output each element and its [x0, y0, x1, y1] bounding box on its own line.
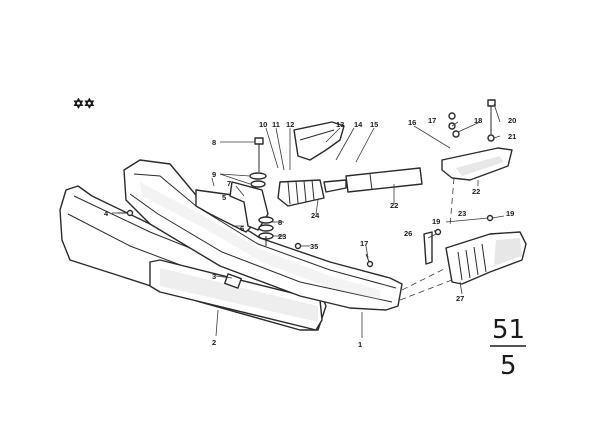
callout-33: 22 — [390, 201, 398, 210]
callout-19-left: 19 — [432, 217, 440, 226]
callout-8-top: 8 — [212, 138, 216, 147]
callout-5: 5 — [222, 193, 226, 202]
callout-1: 1 — [358, 340, 362, 349]
callout-8-bottom: 8 — [278, 218, 282, 227]
callout-4: 4 — [104, 209, 109, 218]
callout-7: 7 — [227, 179, 231, 188]
callout-15: 15 — [370, 120, 378, 129]
impact-absorber — [323, 167, 423, 193]
washer-set — [448, 112, 460, 138]
bumper-main — [123, 159, 403, 311]
callout-13: 13 — [336, 120, 344, 129]
screw-19 — [434, 228, 442, 236]
callout-21: 21 — [508, 132, 516, 141]
callout-10: 10 — [259, 120, 267, 129]
leader-lines — [112, 103, 505, 338]
callout-20: 20 — [508, 116, 516, 125]
callout-23-left: 23 — [278, 232, 286, 241]
ref-line-2 — [399, 279, 453, 301]
group-number: 51 5 — [490, 315, 526, 381]
callout-18: 18 — [474, 116, 482, 125]
callout-35: 35 — [310, 242, 318, 251]
callout-9: 9 — [212, 170, 216, 179]
callout-27: 27 — [456, 294, 464, 303]
bumper-side-right — [445, 231, 527, 285]
ref-line-1 — [401, 267, 447, 291]
callout-6: 6 — [240, 224, 244, 233]
callout-17-top: 17 — [428, 116, 436, 125]
cover-plate-right — [441, 147, 513, 181]
bolt-stack-bottom — [258, 216, 274, 246]
callout-23-right: 23 — [458, 209, 466, 218]
callout-22: 22 — [472, 187, 480, 196]
callout-2: 2 — [212, 338, 216, 347]
bolt-stack-top — [249, 137, 267, 188]
callout-11: 11 — [272, 120, 280, 129]
mounting-bracket — [195, 181, 269, 233]
callout-14: 14 — [354, 120, 363, 129]
bracket-side — [423, 231, 433, 265]
shield-cover — [293, 121, 345, 161]
callout-labels: 8 9 10 11 12 13 14 15 16 17 18 20 21 22 … — [104, 116, 516, 349]
rubber-strip — [149, 259, 323, 331]
screw-17 — [365, 253, 374, 268]
callout-3: 3 — [212, 272, 216, 281]
callout-12: 12 — [286, 120, 294, 129]
marker-stars: ✡✡ — [73, 97, 95, 112]
ref-line-3 — [449, 177, 455, 227]
screw-35 — [294, 242, 302, 250]
callout-26: 26 — [404, 229, 412, 238]
bolt-top-right — [487, 99, 496, 142]
callout-16: 16 — [408, 118, 416, 127]
callout-24: 24 — [311, 211, 320, 220]
bellows-boot — [277, 179, 325, 207]
group-number-bottom: 5 — [500, 351, 517, 381]
screw-4 — [118, 209, 134, 217]
callout-19-right: 19 — [506, 209, 514, 218]
screw-23 — [486, 214, 494, 222]
group-number-top: 51 — [492, 315, 525, 345]
callout-17-bottom: 17 — [360, 239, 368, 248]
